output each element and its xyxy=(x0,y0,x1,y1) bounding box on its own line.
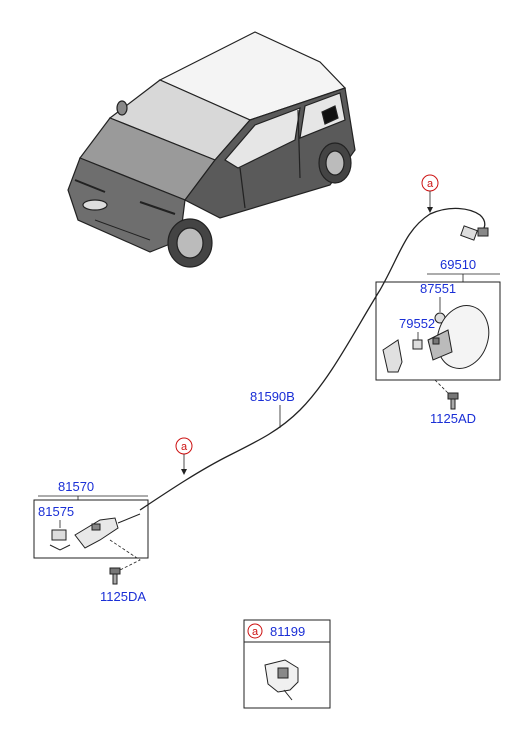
leader-81570 xyxy=(38,495,148,500)
ref-marker-81199: a xyxy=(247,623,263,639)
ref-marker-upper: a xyxy=(421,174,439,213)
screw-1125ad xyxy=(434,379,459,410)
fuel-door-69510 xyxy=(427,305,490,369)
leader-69510 xyxy=(427,273,500,282)
ref-marker-upper-letter: a xyxy=(427,178,434,190)
box-69510 xyxy=(375,281,501,381)
bumper-79552 xyxy=(412,339,423,350)
label-81590b: 81590B xyxy=(250,389,295,404)
box-81199 xyxy=(243,619,331,709)
label-69510: 69510 xyxy=(440,257,476,272)
ref-marker-81199-letter: a xyxy=(252,626,259,638)
cable-end-fitting xyxy=(460,225,489,241)
label-1125da: 1125DA xyxy=(100,589,146,604)
label-79552: 79552 xyxy=(399,316,435,331)
label-81199: 81199 xyxy=(270,624,305,639)
label-87551: 87551 xyxy=(420,281,456,296)
car-illustration xyxy=(67,31,356,268)
label-81570: 81570 xyxy=(58,479,94,494)
lever-cover-81575 xyxy=(51,529,67,541)
box-81570 xyxy=(33,499,149,559)
clip-81199 xyxy=(264,659,299,701)
leader-dashed-1125da xyxy=(109,539,141,571)
cable-81590b xyxy=(139,207,486,511)
label-81575: 81575 xyxy=(38,504,74,519)
ref-marker-lower: a xyxy=(175,437,193,475)
label-1125ad: 1125AD xyxy=(430,411,476,426)
ref-marker-lower-letter: a xyxy=(181,441,188,453)
screw-1125da xyxy=(109,567,121,585)
housing-bracket xyxy=(382,339,403,373)
release-lever-81570 xyxy=(74,513,141,549)
lever-handle xyxy=(49,544,71,551)
